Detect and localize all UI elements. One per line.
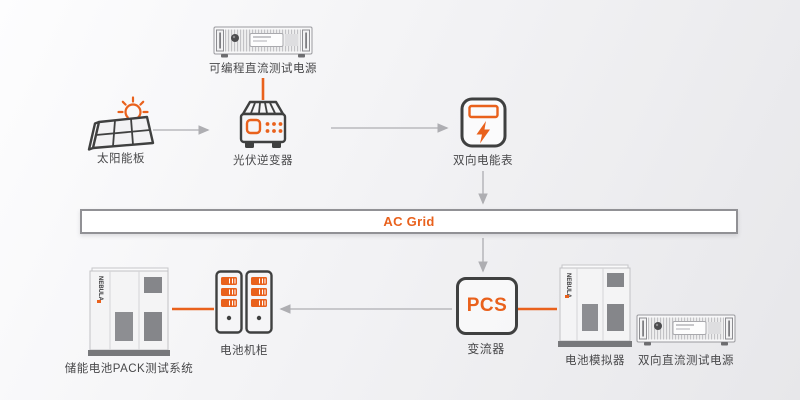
bidirectional-dc-supply-icon (636, 314, 736, 346)
solar-panel-icon (87, 96, 155, 151)
bidirectional-meter-label: 双向电能表 (453, 155, 513, 167)
programmable-dc-supply-icon (213, 26, 313, 58)
battery-simulator-label: 电池模拟器 (565, 355, 625, 367)
battery-simulator-image: NEBULA (558, 264, 632, 347)
pcs-text: PCS (466, 295, 508, 316)
simulator-brand-text: NEBULA (565, 273, 571, 299)
pack-test-system-image: NEBULA (88, 267, 170, 356)
pack-brand-text: NEBULA (97, 276, 103, 302)
battery-cabinet-icon (215, 270, 273, 334)
lightning-icon (476, 121, 490, 144)
solar-panel-label: 太阳能板 (97, 153, 145, 165)
bidirectional-dc-supply-label: 双向直流测试电源 (638, 355, 734, 367)
pack-test-system-label: 储能电池PACK测试系统 (64, 363, 194, 375)
pv-inverter-icon (239, 100, 287, 148)
ac-grid-bar: AC Grid (80, 209, 738, 234)
ac-grid-label: AC Grid (383, 214, 435, 229)
programmable-dc-supply-label: 可编程直流测试电源 (209, 63, 317, 75)
battery-cabinet-label: 电池机柜 (220, 345, 268, 357)
pv-inverter-label: 光伏逆变器 (233, 155, 293, 167)
pcs-box: PCS (456, 277, 518, 335)
pcs-label: 变流器 (467, 342, 505, 356)
bidirectional-meter-icon (460, 97, 507, 148)
